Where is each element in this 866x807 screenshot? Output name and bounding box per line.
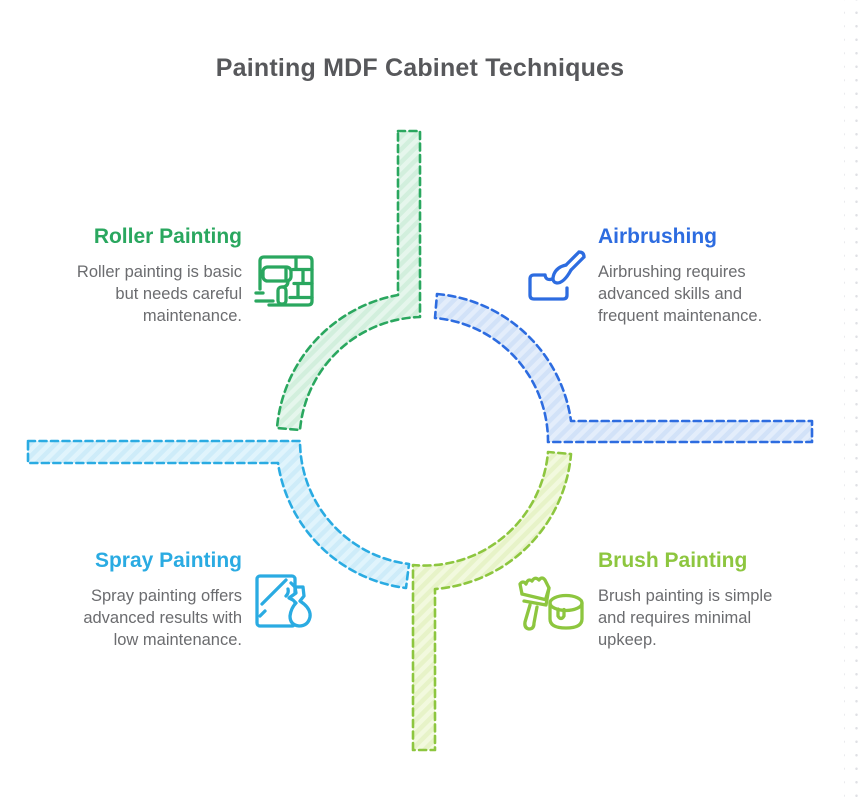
paintbrush-tray-icon bbox=[524, 250, 590, 308]
paint-roller-wall-icon bbox=[252, 248, 316, 312]
technique-description-airbrush: Airbrushing requires advanced skills and… bbox=[598, 263, 763, 326]
brush-arc-segment bbox=[411, 450, 573, 752]
technique-airbrush: Airbrushing Airbrushing requires advance… bbox=[598, 224, 788, 328]
spray-arc-segment bbox=[26, 439, 411, 590]
technique-title-roller: Roller Painting bbox=[93, 225, 242, 248]
technique-spray: Spray Painting Spray painting offers adv… bbox=[62, 548, 242, 652]
technique-title-brush: Brush Painting bbox=[598, 549, 748, 572]
airbrush-arc-segment bbox=[433, 292, 814, 444]
technique-description-roller: Roller painting is basic but needs caref… bbox=[76, 263, 242, 326]
technique-description-brush: Brush painting is simple and requires mi… bbox=[598, 587, 773, 650]
technique-title-airbrush: Airbrushing bbox=[598, 225, 717, 248]
technique-description-spray: Spray painting offers advanced results w… bbox=[83, 587, 242, 650]
dot-texture bbox=[844, 0, 866, 807]
technique-roller: Roller Painting Roller painting is basic… bbox=[62, 224, 242, 328]
roller-arc-segment bbox=[275, 129, 422, 432]
spray-bottle-panel-icon bbox=[251, 570, 317, 636]
technique-brush: Brush Painting Brush painting is simple … bbox=[598, 548, 788, 652]
page-title: Painting MDF Cabinet Techniques bbox=[215, 54, 625, 82]
paintbrush-paint-can-icon bbox=[516, 572, 588, 638]
technique-title-spray: Spray Painting bbox=[94, 549, 242, 572]
